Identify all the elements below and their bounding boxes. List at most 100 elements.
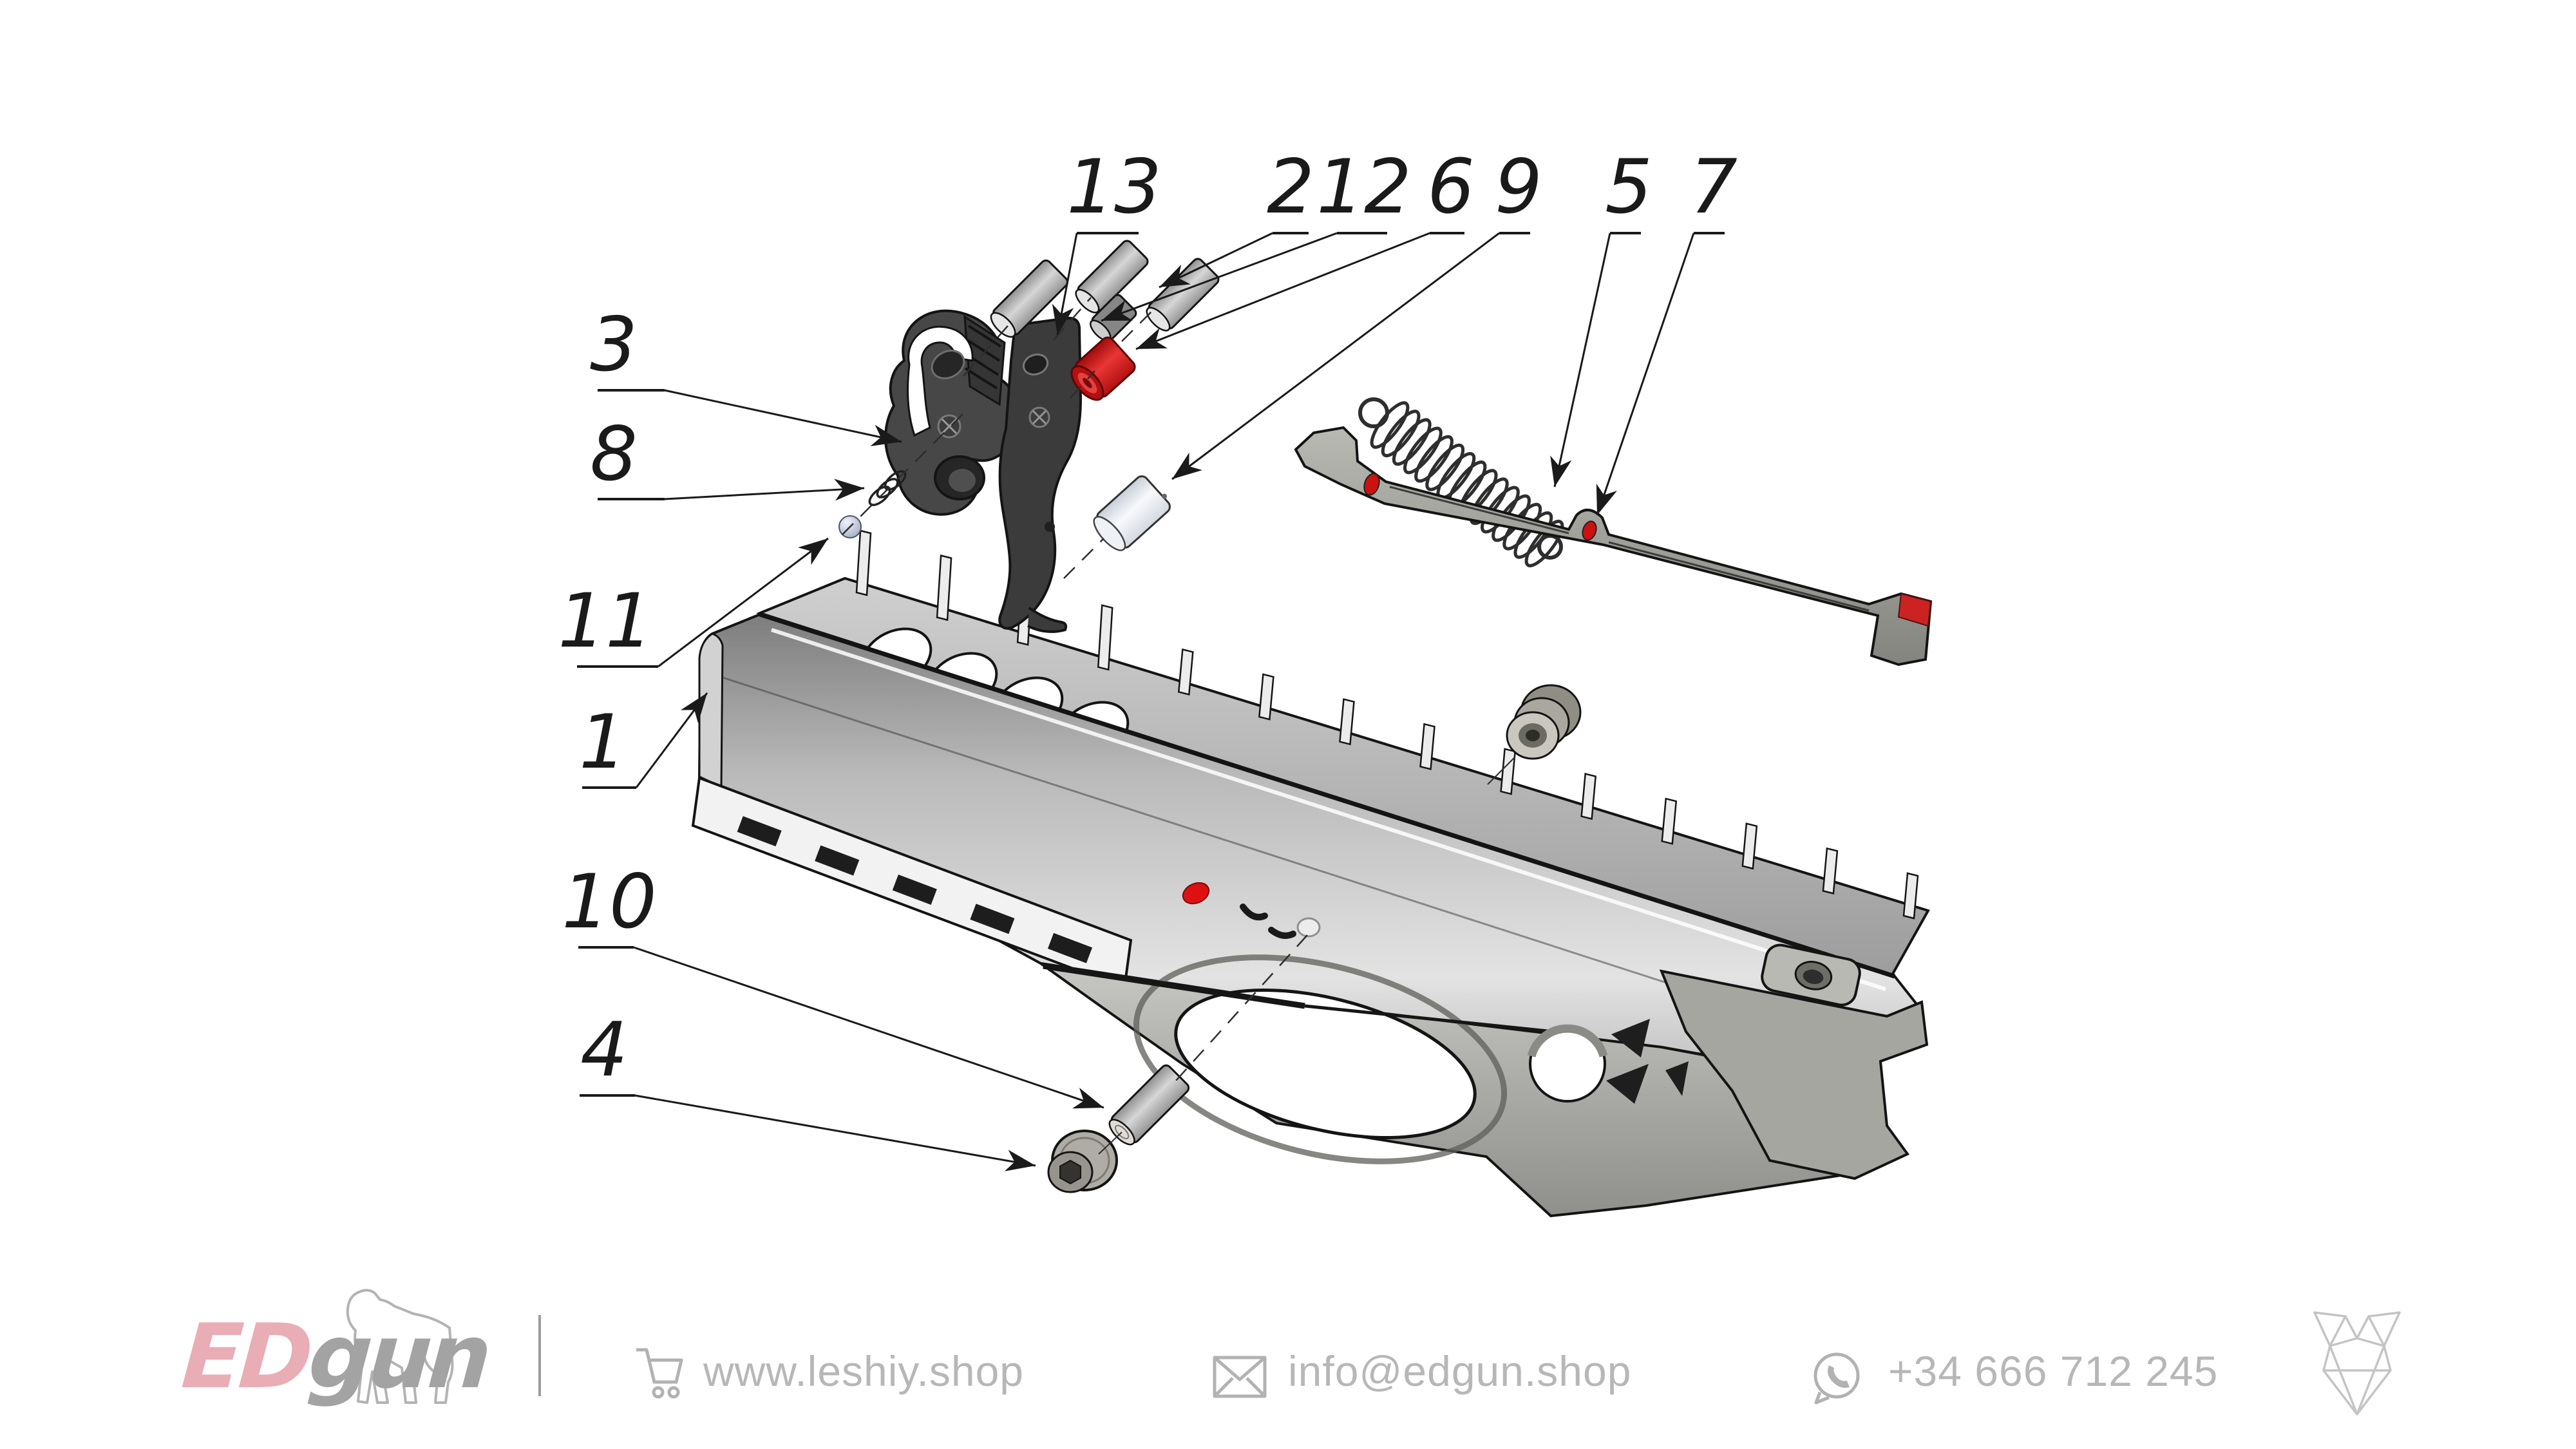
spring-coil <box>1392 418 1432 466</box>
chassis-right-block <box>1659 969 1929 1180</box>
envelope-icon <box>1213 1356 1267 1398</box>
dog-logo-icon <box>346 1289 454 1404</box>
chassis-rail-slots <box>737 816 1093 963</box>
deck-fin <box>1902 872 1919 920</box>
callout-3-number: 3 <box>590 301 638 388</box>
spring-coil <box>1469 477 1509 526</box>
sear-lever <box>1294 426 1933 667</box>
rail-slot <box>892 875 937 905</box>
fox-logo-icon <box>2313 1311 2401 1416</box>
spring-coil <box>1414 435 1454 483</box>
callout-10-leader <box>633 946 1104 1109</box>
trigger-pins <box>1075 240 1220 332</box>
cart-icon <box>636 1348 683 1399</box>
callout-4-arrowhead <box>1004 1150 1036 1171</box>
callout-1-arrowhead <box>680 693 707 724</box>
screw-plug <box>1047 1130 1118 1193</box>
callout-8-number: 8 <box>590 411 638 498</box>
guard-top-edge <box>1043 963 1305 1009</box>
callout-7-number: 7 <box>1690 144 1738 231</box>
deck-fin <box>1822 847 1839 895</box>
callout-4-leader <box>634 1094 1036 1167</box>
chassis <box>691 529 1930 1218</box>
callout-6-number: 6 <box>1427 144 1475 231</box>
deck-fin <box>1177 648 1194 696</box>
trigger-small-hole <box>1045 522 1055 532</box>
callout-7: 7 <box>1596 144 1738 516</box>
callout-8-arrowhead <box>834 478 864 501</box>
grip-hole-wall <box>1527 1024 1608 1057</box>
callout-8: 8 <box>590 411 865 501</box>
sear-lever-ridge <box>1389 486 1870 612</box>
trigger-guard-opening <box>1174 988 1477 1140</box>
dowel-pin <box>1108 1064 1190 1146</box>
callout-8-leader <box>664 487 865 500</box>
deck-fin <box>1419 723 1435 770</box>
callout-12: 12 <box>1101 144 1412 322</box>
callout-3: 3 <box>590 301 902 446</box>
latch-detail <box>1240 904 1296 939</box>
callout-3-arrowhead <box>870 424 902 446</box>
callout-11-arrowhead <box>798 538 828 565</box>
callout-7-leader <box>1596 232 1695 516</box>
callout-1-number: 1 <box>579 699 627 786</box>
callout-9: 9 <box>1171 144 1542 480</box>
sear-spring-coils <box>1370 401 1564 567</box>
callout-12-arrowhead <box>1101 300 1133 321</box>
deck-fin <box>1097 604 1113 671</box>
callout-5-number: 5 <box>1605 144 1653 231</box>
callout-2-number: 2 <box>1267 144 1314 231</box>
sear-hole-mid <box>1582 520 1597 541</box>
callout-5: 5 <box>1550 144 1653 488</box>
screw-hex-socket <box>1059 1159 1081 1185</box>
callout-2-arrowhead <box>1159 264 1191 287</box>
deck-fin <box>1741 822 1758 870</box>
edgun-logo: EDgun <box>178 1305 491 1408</box>
callout-11-leader <box>658 537 829 668</box>
callout-2: 2 <box>1159 144 1314 289</box>
callout-9-number: 9 <box>1495 144 1542 231</box>
callout-4: 4 <box>580 1007 1036 1171</box>
callout-13-number: 13 <box>1066 144 1162 231</box>
deck-fin <box>1580 772 1597 820</box>
callout-5-arrowhead <box>1550 455 1572 487</box>
deck-fin <box>855 529 872 596</box>
trigger-hole <box>1022 353 1049 376</box>
spring-coil <box>1381 410 1421 458</box>
sear-spring <box>1358 397 1564 567</box>
callout-11: 11 <box>558 537 829 668</box>
callout-11-number: 11 <box>558 578 653 665</box>
deck-fin <box>1661 797 1678 845</box>
callout-12-leader <box>1101 232 1338 322</box>
spring-coil <box>1403 426 1443 475</box>
spring-coil <box>1425 443 1465 491</box>
callout-6-leader <box>1135 232 1430 350</box>
callout-13: 13 <box>1052 144 1162 336</box>
callout-9-leader <box>1171 232 1500 480</box>
assembly-axes <box>842 297 1515 1155</box>
phone-link[interactable]: +34 666 712 245 <box>1888 1347 2219 1395</box>
trigger-screw-slot <box>1032 410 1047 425</box>
rail-slot <box>737 816 782 847</box>
red-bushing <box>1070 336 1136 401</box>
trigger-blade-tip <box>1027 607 1068 633</box>
callout-5-leader <box>1553 232 1611 488</box>
red-index-dot <box>1182 882 1210 905</box>
email-link[interactable]: info@edgun.shop <box>1288 1347 1632 1395</box>
phone-icon <box>1814 1352 1860 1405</box>
callout-10: 10 <box>562 858 1104 1109</box>
callout-1: 1 <box>579 692 708 789</box>
truss-cutouts <box>1606 1019 1689 1104</box>
callout-6: 6 <box>1135 144 1475 350</box>
plunger-cylinder <box>1093 475 1171 551</box>
rail-slot <box>1047 933 1093 963</box>
chassis-nose-edge <box>698 632 724 789</box>
trigger-blade <box>998 316 1083 633</box>
rail-slot <box>970 904 1015 934</box>
callout-10-arrowhead <box>1072 1088 1104 1109</box>
website-link[interactable]: www.leshiy.shop <box>703 1347 1024 1395</box>
cam-screw-slot <box>941 418 958 435</box>
pin-13 <box>990 260 1068 338</box>
